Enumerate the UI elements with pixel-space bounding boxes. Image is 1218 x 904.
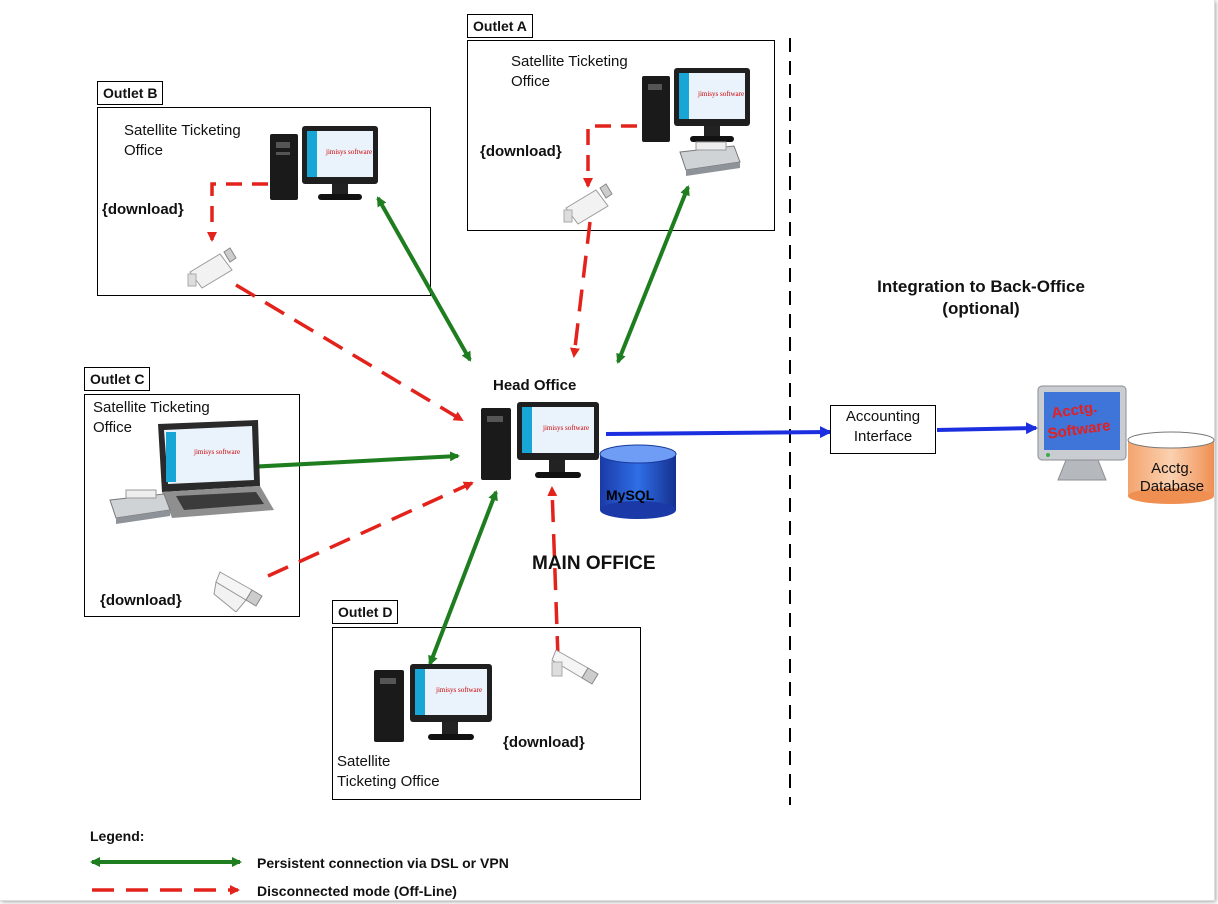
offline-link-outlet-d <box>547 486 560 659</box>
back-office-title: Integration to Back-Office (optional) <box>877 277 1085 318</box>
outlet-b-tab: Outlet B <box>97 81 164 105</box>
desktop-computer-icon: jimisys software <box>270 126 378 200</box>
svg-text:jimisys software: jimisys software <box>697 90 744 98</box>
svg-text:jimisys software: jimisys software <box>542 424 589 432</box>
offline-link-outlet-c <box>267 481 474 578</box>
legend-title: Legend: <box>90 828 145 844</box>
desktop-computer-icon: jimisys software <box>481 402 599 480</box>
desktop-computer-icon: jimisys software <box>642 68 750 142</box>
accounting-interface-box <box>830 405 936 454</box>
main-office-label: MAIN OFFICE <box>532 553 656 574</box>
accounting-interface-label: Accounting Interface <box>845 408 921 445</box>
svg-text:Acctg.: Acctg. <box>1050 399 1098 422</box>
outlet-c-download-label: {download} <box>100 592 182 609</box>
printer-icon <box>109 489 171 524</box>
outlet-b-download-label: {download} <box>102 201 184 218</box>
outlet-d-office-label: Satellite Ticketing Office <box>337 753 440 790</box>
outlet-c-office-label: Satellite Ticketing Office <box>93 399 210 436</box>
outlet-c-tab: Outlet C <box>84 367 151 391</box>
persistent-link-outlet-c <box>246 451 460 472</box>
legend-persistent-label: Persistent connection via DSL or VPN <box>257 855 509 871</box>
usb-drive-icon <box>563 183 613 225</box>
persistent-link-outlet-b <box>376 196 472 362</box>
persistent-link-outlet-d <box>428 490 498 666</box>
head-office-label: Head Office <box>493 377 577 394</box>
svg-text:jimisys software: jimisys software <box>435 686 482 694</box>
offline-link-outlet-b-local <box>207 182 268 242</box>
usb-drive-icon <box>187 247 237 289</box>
svg-text:jimisys software: jimisys software <box>193 448 240 456</box>
mysql-database-icon: MySQL <box>599 444 677 519</box>
accounting-database-label: Acctg. Database <box>1139 460 1205 495</box>
outlet-a-office-label: Satellite Ticketing Office <box>511 53 628 90</box>
printer-icon <box>679 141 741 176</box>
outlet-d-download-label: {download} <box>503 734 585 751</box>
desktop-computer-icon: jimisys software <box>374 664 492 742</box>
svg-text:jimisys software: jimisys software <box>325 148 372 156</box>
offline-link-outlet-a <box>569 221 592 358</box>
accounting-database-icon <box>1127 431 1215 504</box>
integration-link-1 <box>605 426 832 439</box>
accounting-software-icon: Acctg. Software <box>1037 385 1127 481</box>
outlet-a-tab: Outlet A <box>467 14 533 38</box>
offline-link-outlet-a-local <box>583 124 637 188</box>
outlet-a-download-label: {download} <box>480 143 562 160</box>
outlet-b-office-label: Satellite Ticketing Office <box>124 122 241 159</box>
svg-text:MySQL: MySQL <box>606 487 655 503</box>
persistent-link-outlet-a <box>616 185 690 364</box>
outlet-d-tab: Outlet D <box>332 600 399 624</box>
usb-drive-icon <box>551 649 599 685</box>
legend-offline-label: Disconnected mode (Off-Line) <box>257 883 457 899</box>
laptop-icon: jimisys software <box>158 420 274 518</box>
integration-link-2 <box>936 422 1038 435</box>
offline-link-outlet-b <box>235 283 464 422</box>
usb-drive-icon <box>213 571 263 612</box>
